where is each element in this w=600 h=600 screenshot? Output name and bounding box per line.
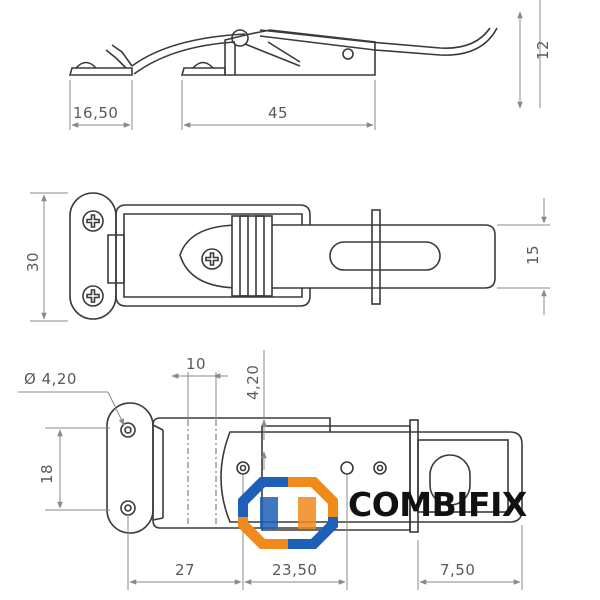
logo-inner-blue [260, 497, 278, 529]
top-view: 30 15 [24, 192, 550, 322]
logo-orange-top [288, 477, 338, 517]
dim-bottom-vertical: 4,20 [244, 365, 262, 400]
logo-blue-bracket [238, 477, 288, 517]
dim-top-height: 30 [24, 252, 42, 272]
dim-bottom-2350: 23,50 [272, 561, 317, 579]
logo-inner-orange [298, 497, 316, 529]
brand-logo: COMBIFIX [238, 477, 527, 549]
dim-bottom-ten: 10 [186, 355, 206, 373]
dim-bottom-750: 7,50 [440, 561, 475, 579]
brand-name: COMBIFIX [348, 485, 527, 524]
logo-orange-bottom [238, 517, 288, 549]
bottom-view: Ø 4,20 10 4,20 18 27 23,50 7,50 [18, 350, 523, 590]
combifix-logo-mark [238, 477, 338, 549]
dim-top-slot: 15 [524, 245, 542, 265]
dim-side-height: 12 [534, 40, 552, 60]
logo-blue-bottom [288, 517, 338, 549]
dim-side-left: 16,50 [73, 104, 118, 122]
dim-bottom-height: 18 [38, 464, 56, 484]
dim-hole-diameter: Ø 4,20 [24, 370, 77, 388]
dim-side-width: 45 [268, 104, 288, 122]
dim-bottom-27: 27 [175, 561, 195, 579]
side-view: 16,50 45 12 [68, 0, 552, 130]
